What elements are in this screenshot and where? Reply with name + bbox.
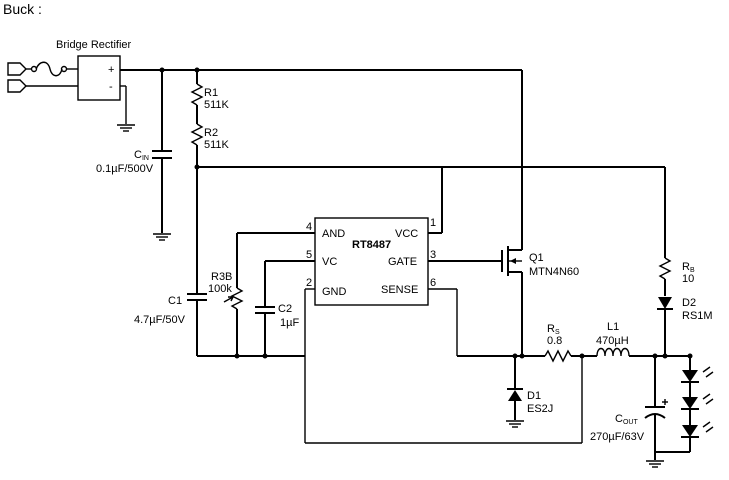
ground-symbol xyxy=(153,233,171,241)
ground-symbol xyxy=(117,124,135,132)
bridge-minus: - xyxy=(109,81,113,93)
ic-pin-gnd: GND xyxy=(322,286,347,298)
resistor-r1 xyxy=(190,83,204,106)
c2-value: 1µF xyxy=(280,317,299,329)
led xyxy=(681,421,714,438)
r2-ref: R2 xyxy=(204,127,218,139)
ic-pin-num-6: 6 xyxy=(430,277,436,289)
bridge-rectifier: Bridge Rectifier + - xyxy=(56,39,132,101)
ic-pin-num-3: 3 xyxy=(430,249,436,261)
ic-pin-num-5: 5 xyxy=(306,249,312,261)
r1-value: 511K xyxy=(204,99,230,111)
r1-ref: R1 xyxy=(204,87,218,99)
ground-symbol xyxy=(506,420,524,428)
ic-pin-num-2: 2 xyxy=(306,277,312,289)
r3b-ref: R3B xyxy=(211,271,232,283)
diode-d2 xyxy=(657,297,673,310)
potentiometer-r3b xyxy=(230,287,244,310)
r3b-value: 100k xyxy=(208,283,232,295)
rs-ref: RS xyxy=(547,323,560,336)
ic-pin-gate: GATE xyxy=(388,256,417,268)
q1-ref: Q1 xyxy=(529,252,544,264)
page-title: Buck : xyxy=(3,1,42,17)
q1-value: MTN4N60 xyxy=(529,266,579,278)
cin-ref: CIN xyxy=(134,149,149,162)
capacitor-cin xyxy=(152,150,172,159)
resistor-rs xyxy=(544,349,572,363)
fuse xyxy=(30,61,78,77)
ic-pin-num-1: 1 xyxy=(430,217,436,229)
l1-value: 470µH xyxy=(596,335,629,347)
ac-input-connector xyxy=(7,62,78,93)
d1-value: ES2J xyxy=(527,403,553,415)
c2-ref: C2 xyxy=(278,303,292,315)
cout-value: 270µF/63V xyxy=(590,431,645,443)
ground-symbol xyxy=(646,460,664,468)
d1-ref: D1 xyxy=(527,390,541,402)
capacitor-c2 xyxy=(255,306,275,314)
cout-ref: COUT xyxy=(615,413,638,426)
cin-value: 0.1µF/500V xyxy=(96,163,154,175)
resistor-r2 xyxy=(190,123,204,146)
c1-ref: C1 xyxy=(168,295,182,307)
rb-value: 10 xyxy=(682,273,694,285)
capacitor-cout xyxy=(644,399,668,419)
mosfet-q1 xyxy=(501,246,522,276)
ic-pin-vc: VC xyxy=(322,256,337,268)
d2-value: RS1M xyxy=(682,310,713,322)
rb-ref: RB xyxy=(682,261,695,274)
ic-pin-num-4: 4 xyxy=(306,221,312,233)
ic-pin-sense: SENSE xyxy=(381,284,418,296)
junction-dots xyxy=(159,67,693,359)
c1-value: 4.7µF/50V xyxy=(134,314,186,326)
ic-pin-vcc: VCC xyxy=(395,228,418,240)
r2-value: 511K xyxy=(204,139,230,151)
capacitor-c1 xyxy=(187,293,207,301)
l1-ref: L1 xyxy=(607,321,619,333)
led xyxy=(681,366,714,383)
ic-pin-and: AND xyxy=(322,228,345,240)
led xyxy=(681,393,714,410)
bridge-plus: + xyxy=(108,64,114,76)
d2-ref: D2 xyxy=(682,297,696,309)
diode-d1 xyxy=(507,388,523,401)
resistor-rb xyxy=(658,257,672,280)
bridge-label: Bridge Rectifier xyxy=(56,39,132,51)
rs-value: 0.8 xyxy=(547,335,562,347)
ic-name: RT8487 xyxy=(352,239,391,251)
inductor-l1 xyxy=(596,347,630,357)
